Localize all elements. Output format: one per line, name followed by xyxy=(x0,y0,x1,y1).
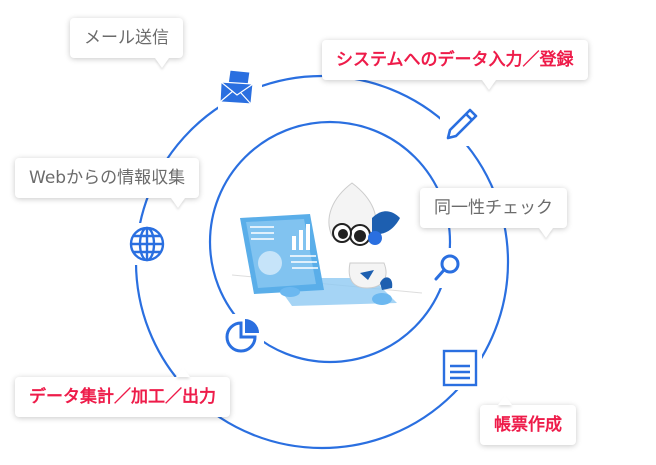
document-list-icon xyxy=(438,346,482,394)
pencil-icon xyxy=(440,104,482,150)
robot-laptop-illustration xyxy=(231,178,423,308)
label-identity-check: 同一性チェック xyxy=(420,188,567,228)
envelope-icon xyxy=(218,66,262,114)
magnifier-icon xyxy=(427,248,467,292)
label-system-input: システムへのデータ入力／登録 xyxy=(322,40,588,80)
label-data-aggregate: データ集計／加工／出力 xyxy=(15,377,230,417)
inner-ring xyxy=(208,120,452,364)
label-web-collect: Webからの情報収集 xyxy=(15,158,200,198)
pie-chart-icon xyxy=(222,314,264,360)
label-mail-send: メール送信 xyxy=(70,18,183,58)
globe-icon xyxy=(126,223,168,269)
label-report: 帳票作成 xyxy=(480,405,576,445)
